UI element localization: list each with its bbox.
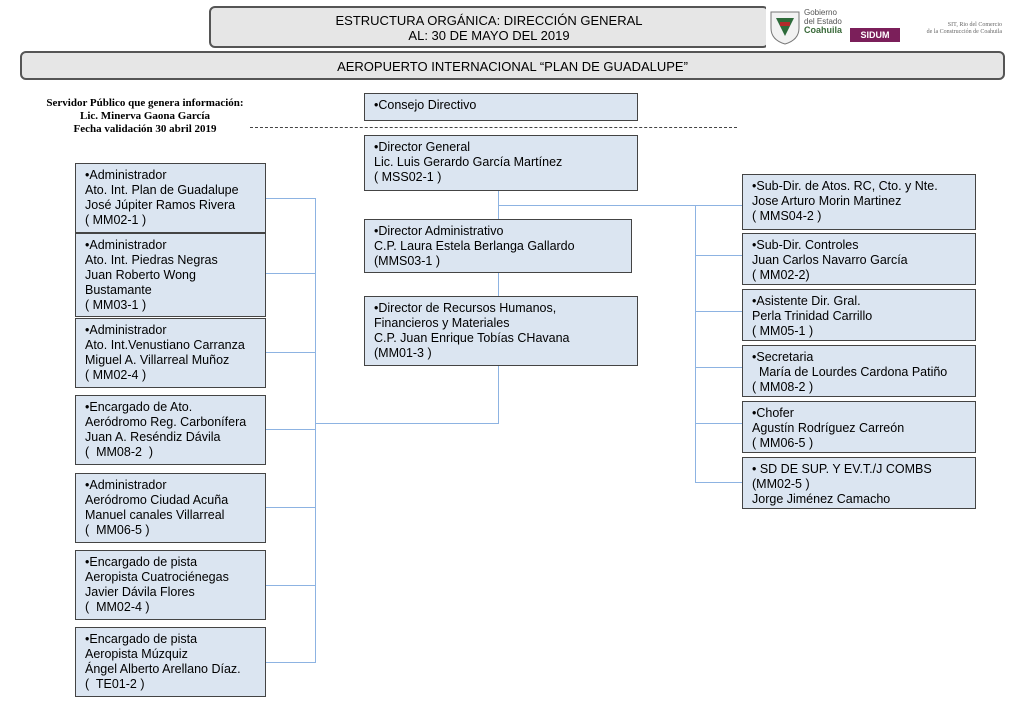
info-validation-date: Fecha validación 30 abril 2019 xyxy=(73,123,217,135)
info-block: Servidor Público que genera información:… xyxy=(40,97,250,136)
connector-line xyxy=(695,423,742,424)
left-unit-box: •Encargado de pista Aeropista Cuatrocién… xyxy=(75,550,266,620)
connector-line xyxy=(266,662,316,663)
airport-banner: AEROPUERTO INTERNACIONAL “PLAN DE GUADAL… xyxy=(20,51,1005,80)
left-unit-box: •Encargado de Ato. Aeródromo Reg. Carbon… xyxy=(75,395,266,465)
left-unit-box: •Administrador Ato. Int. Plan de Guadalu… xyxy=(75,163,266,233)
airport-name: AEROPUERTO INTERNACIONAL “PLAN DE GUADAL… xyxy=(337,59,688,74)
logos-area: Gobierno del Estado Coahuila SIDUM SIT, … xyxy=(766,6,1002,48)
right-unit-box: •Secretaria María de Lourdes Cardona Pat… xyxy=(742,345,976,397)
connector-line xyxy=(315,198,316,663)
right-unit-box: •Asistente Dir. Gral. Perla Trinidad Car… xyxy=(742,289,976,341)
connector-line xyxy=(266,429,316,430)
dashed-separator xyxy=(250,127,737,128)
connector-line xyxy=(315,423,499,424)
connector-line xyxy=(266,352,316,353)
right-unit-box: •Sub-Dir. Controles Juan Carlos Navarro … xyxy=(742,233,976,285)
coahuila-name: Coahuila xyxy=(804,25,843,35)
info-responsible-label: Servidor Público que genera información: xyxy=(46,97,244,109)
left-unit-box: •Administrador Ato. Int.Venustiano Carra… xyxy=(75,318,266,388)
left-unit-box: •Encargado de pista Aeropista Múzquiz Án… xyxy=(75,627,266,697)
director-administrativo-box: •Director Administrativo C.P. Laura Este… xyxy=(364,219,632,273)
coahuila-line1: Gobierno xyxy=(804,8,837,17)
right-unit-box: • SD DE SUP. Y EV.T./J COMBS (MM02-5 ) J… xyxy=(742,457,976,509)
info-responsible-name: Lic. Minerva Gaona García xyxy=(80,110,210,122)
structure-date: AL: 30 DE MAYO DEL 2019 xyxy=(408,28,570,43)
director-general-box: •Director General Lic. Luis Gerardo Garc… xyxy=(364,135,638,191)
left-unit-box: •Administrador Aeródromo Ciudad Acuña Ma… xyxy=(75,473,266,543)
connector-line xyxy=(266,507,316,508)
coahuila-line2: del Estado xyxy=(804,17,842,26)
director-recursos-humanos-box: •Director de Recursos Humanos, Financier… xyxy=(364,296,638,366)
structure-title: ESTRUCTURA ORGÁNICA: DIRECCIÓN GENERAL xyxy=(335,13,643,28)
connector-line xyxy=(266,198,316,199)
connector-line xyxy=(695,311,742,312)
agency-line2: de la Construcción de Coahuila xyxy=(926,29,1002,35)
agency-logo-text: SIT, Rio del Comercio de la Construcción… xyxy=(916,22,1002,36)
right-unit-box: •Sub-Dir. de Atos. RC, Cto. y Nte. Jose … xyxy=(742,174,976,230)
connector-line xyxy=(695,482,742,483)
coahuila-logo-text: Gobierno del Estado Coahuila xyxy=(804,8,842,35)
coahuila-shield-icon xyxy=(770,11,800,45)
connector-line xyxy=(266,585,316,586)
consejo-directivo-box: •Consejo Directivo xyxy=(364,93,638,121)
connector-line xyxy=(695,205,696,483)
left-unit-box: •Administrador Ato. Int. Piedras Negras … xyxy=(75,233,266,317)
connector-line xyxy=(695,367,742,368)
right-unit-box: •Chofer Agustín Rodríguez Carreón ( MM06… xyxy=(742,401,976,453)
connector-line xyxy=(266,273,316,274)
connector-line xyxy=(498,205,742,206)
structure-title-banner: ESTRUCTURA ORGÁNICA: DIRECCIÓN GENERAL A… xyxy=(209,6,769,48)
connector-line xyxy=(695,255,742,256)
agency-line1: SIT, Rio del Comercio xyxy=(947,22,1002,28)
sidum-logo: SIDUM xyxy=(850,28,900,42)
